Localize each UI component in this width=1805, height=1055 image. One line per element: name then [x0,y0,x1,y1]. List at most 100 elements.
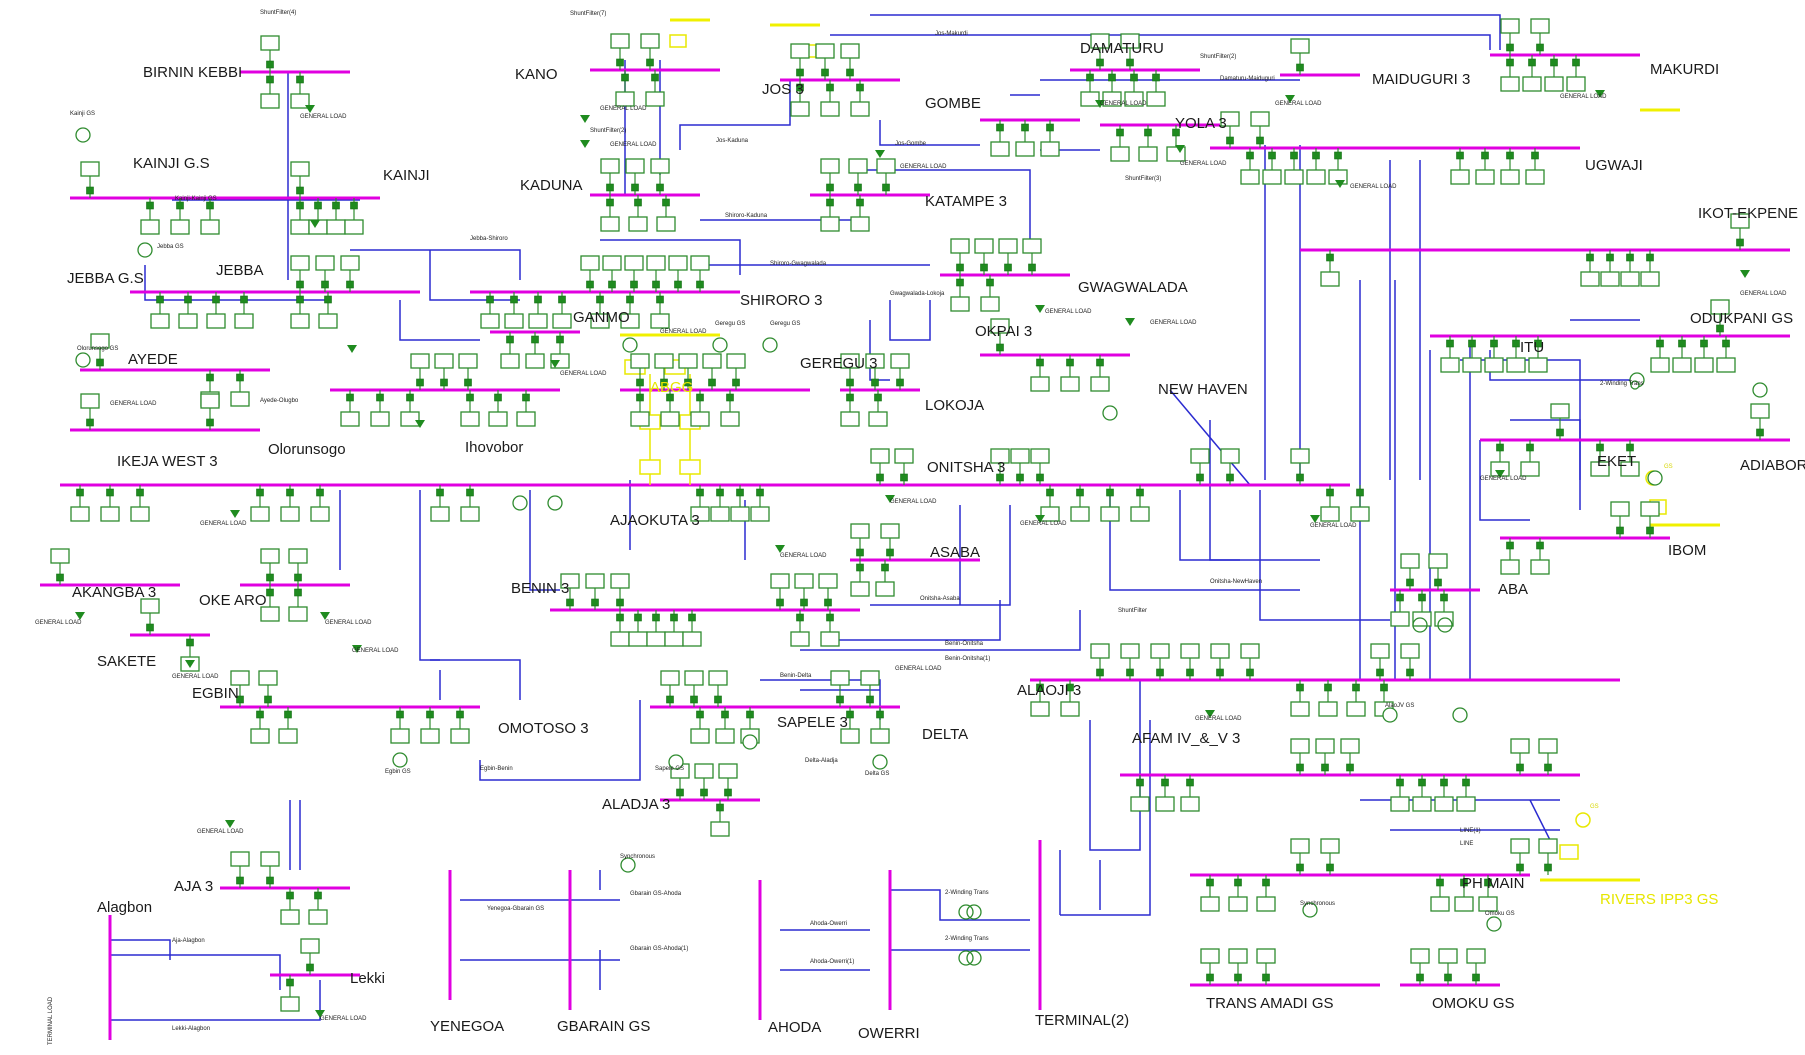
breaker-icon[interactable] [690,695,698,704]
feeder-box[interactable] [1620,461,1640,477]
feeder-box[interactable] [868,411,888,427]
feeder-box[interactable] [90,333,110,349]
breaker-icon[interactable] [1462,778,1470,787]
feeder-box[interactable] [1530,559,1550,575]
feeder-box[interactable] [602,255,622,271]
breaker-icon[interactable] [670,613,678,622]
bus-aladja[interactable]: ALADJA 3 [602,796,670,813]
breaker-icon[interactable] [846,378,854,387]
breaker-icon[interactable] [1440,778,1448,787]
feeder-box[interactable] [1390,611,1410,627]
breaker-icon[interactable] [824,598,832,607]
breaker-icon[interactable] [652,280,660,289]
feeder-box[interactable] [300,938,320,954]
bus-jebba[interactable]: JEBBA [216,262,264,279]
breaker-icon[interactable] [296,280,304,289]
feeder-box[interactable] [258,670,278,686]
breaker-icon[interactable] [724,788,732,797]
breaker-icon[interactable] [350,201,358,210]
feeder-box[interactable] [890,353,910,369]
feeder-box[interactable] [280,506,300,522]
breaker-icon[interactable] [636,393,644,402]
load-arrow-icon[interactable] [1495,470,1505,478]
feeder-box[interactable] [1150,643,1170,659]
feeder-box[interactable] [1522,76,1542,92]
breaker-icon[interactable] [510,295,518,304]
breaker-icon[interactable] [1526,443,1534,452]
bus-olorunsogo[interactable]: Olorunsogo [268,441,346,458]
breaker-icon[interactable] [1206,878,1214,887]
bus-maiduguri[interactable]: MAIDUGURI 3 [1372,71,1470,88]
breaker-icon[interactable] [1036,683,1044,692]
breaker-icon[interactable] [406,393,414,402]
feeder-box[interactable] [1650,357,1670,373]
breaker-icon[interactable] [1460,878,1468,887]
breaker-icon[interactable] [206,418,214,427]
breaker-icon[interactable] [796,613,804,622]
feeder-box[interactable] [875,581,895,597]
breaker-icon[interactable] [1646,253,1654,262]
breaker-icon[interactable] [266,75,274,84]
bus-delta[interactable]: DELTA [922,726,968,743]
feeder-box[interactable] [1430,896,1450,912]
bus-new-haven[interactable]: NEW HAVEN [1158,381,1248,398]
breaker-icon[interactable] [86,418,94,427]
breaker-icon[interactable] [1380,683,1388,692]
feeder-box[interactable] [848,158,868,174]
breaker-icon[interactable] [1326,253,1334,262]
feeder-box[interactable] [1506,357,1526,373]
breaker-icon[interactable] [1086,73,1094,82]
breaker-icon[interactable] [240,295,248,304]
breaker-icon[interactable] [1418,778,1426,787]
feeder-box[interactable] [1500,169,1520,185]
feeder-box[interactable] [750,506,770,522]
breaker-icon[interactable] [136,488,144,497]
feeder-box[interactable] [288,548,308,564]
feeder-box[interactable] [1138,146,1158,162]
breaker-icon[interactable] [558,295,566,304]
breaker-icon[interactable] [634,198,642,207]
feeder-box[interactable] [1410,948,1430,964]
feeder-box[interactable] [400,411,420,427]
breaker-icon[interactable] [236,373,244,382]
breaker-icon[interactable] [776,598,784,607]
bus-gwagwalada[interactable]: GWAGWALADA [1078,279,1188,296]
breaker-icon[interactable] [676,788,684,797]
bus-akangba[interactable]: AKANGBA 3 [72,584,156,601]
breaker-icon[interactable] [296,75,304,84]
breaker-icon[interactable] [606,183,614,192]
feeder-box[interactable] [865,353,885,369]
feeder-box[interactable] [230,670,250,686]
feeder-box[interactable] [1370,643,1390,659]
breaker-icon[interactable] [1268,151,1276,160]
breaker-icon[interactable] [556,335,564,344]
breaker-icon[interactable] [464,378,472,387]
breaker-icon[interactable] [1586,253,1594,262]
breaker-icon[interactable] [1256,136,1264,145]
feeder-box[interactable] [170,219,190,235]
feeder-box[interactable] [850,581,870,597]
feeder-box[interactable] [1640,501,1660,517]
feeder-box[interactable] [654,353,674,369]
breaker-icon[interactable] [1108,73,1116,82]
feeder-box[interactable] [990,318,1010,334]
feeder-box[interactable] [1528,357,1548,373]
bus-kano[interactable]: KANO [515,66,558,83]
breaker-icon[interactable] [1646,526,1654,535]
bus-lokoja[interactable]: LOKOJA [925,397,984,414]
breaker-icon[interactable] [1004,263,1012,272]
breaker-icon[interactable] [900,473,908,482]
breaker-icon[interactable] [1321,763,1329,772]
breaker-icon[interactable] [1481,151,1489,160]
feeder-box[interactable] [770,573,790,589]
feeder-box[interactable] [1672,357,1692,373]
jebba-generator-icon[interactable] [137,242,153,258]
breaker-icon[interactable] [286,488,294,497]
breaker-icon[interactable] [1172,128,1180,137]
feeder-box[interactable] [894,448,914,464]
breaker-icon[interactable] [1346,763,1354,772]
breaker-icon[interactable] [1036,358,1044,367]
feeder-box[interactable] [80,393,100,409]
breaker-icon[interactable] [1226,473,1234,482]
breaker-icon[interactable] [236,876,244,885]
